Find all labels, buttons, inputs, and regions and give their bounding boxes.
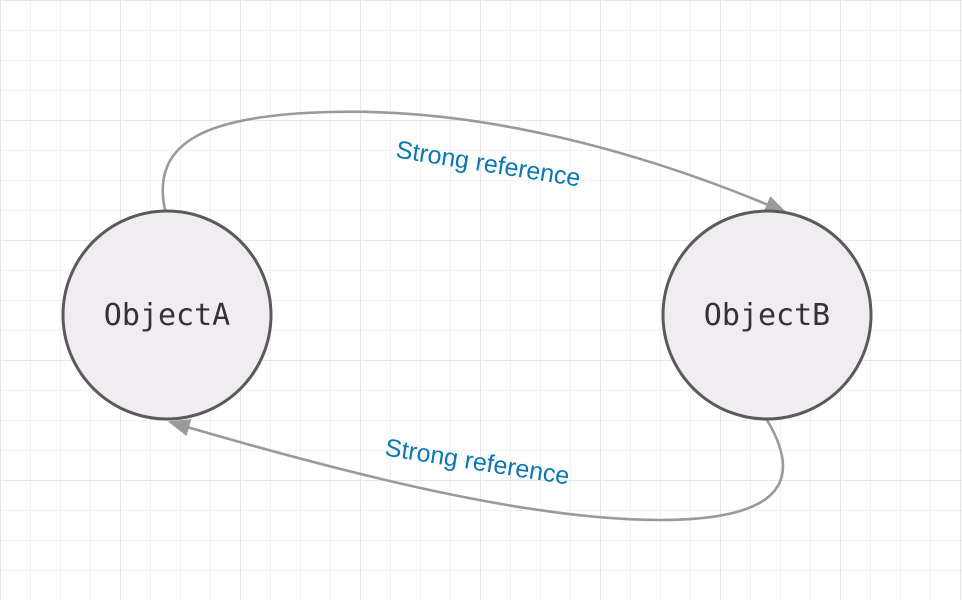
edge-a-to-b-label: Strong reference [394,136,582,193]
node-object-a-label: ObjectA [104,298,230,333]
edge-b-to-a-line[interactable] [167,419,785,522]
node-object-b-circle[interactable] [661,209,873,421]
edge-a-to-b[interactable]: Strong reference [161,110,788,214]
edge-b-to-a[interactable]: Strong reference [167,419,785,522]
node-object-b-label: ObjectB [704,298,830,333]
edge-a-to-b-line[interactable] [161,110,788,214]
node-object-a[interactable]: ObjectA [61,209,273,421]
node-object-b[interactable]: ObjectB [661,209,873,421]
edge-b-to-a-label: Strong reference [383,434,571,491]
node-object-a-circle[interactable] [61,209,273,421]
